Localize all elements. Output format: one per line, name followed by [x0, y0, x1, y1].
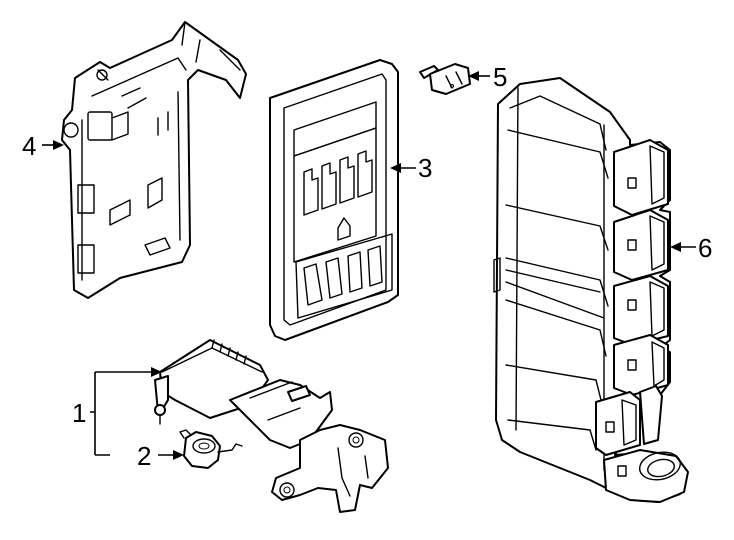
callout-3: 3	[418, 153, 432, 183]
callout-2: 2	[137, 441, 151, 471]
connector-port-6	[603, 449, 689, 503]
part-1-module-harness	[154, 339, 389, 513]
connector-port-2	[613, 209, 669, 281]
callout-6: 6	[698, 233, 712, 263]
callout-1: 1	[72, 398, 86, 428]
part-3-fuse-cover	[269, 59, 399, 341]
part-2-buzzer	[179, 429, 243, 469]
part-6-junction-block	[493, 77, 689, 503]
connector-port-4	[613, 334, 669, 396]
part-5-fuse	[419, 63, 471, 95]
connector-port-3	[613, 275, 669, 346]
connector-port-5	[595, 385, 663, 456]
connector-port-1	[613, 139, 669, 216]
callout-leaders	[42, 71, 696, 460]
callout-5: 5	[493, 62, 507, 92]
callout-4: 4	[22, 131, 36, 161]
part-4-module-bracket	[61, 21, 247, 299]
